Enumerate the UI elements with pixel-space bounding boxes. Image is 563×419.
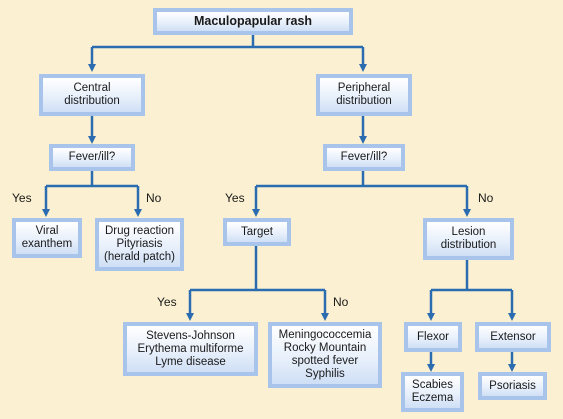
node-drug-reaction: Drug reaction Pityriasis (herald patch) [95,218,184,271]
node-scabies-eczema: Scabies Eczema [401,372,464,412]
edge-label-target-no: No [333,295,349,309]
node-stevens-johnson: Stevens-Johnson Erythema multiforme Lyme… [123,322,258,376]
edge-label-right-no: No [478,191,494,205]
node-fever-ill-right: Fever/ill? [323,144,405,171]
node-meningococcemia: Meningococcemia Rocky Mountain spotted f… [268,322,382,388]
node-central-distribution: Central distribution [39,74,145,116]
edge-label-target-yes: Yes [157,295,177,309]
node-psoriasis: Psoriasis [478,372,547,400]
node-extensor: Extensor [475,322,551,352]
edge-label-left-no: No [146,191,162,205]
node-target: Target [223,218,291,246]
edge-label-left-yes: Yes [12,191,32,205]
node-maculopapular-rash: Maculopapular rash [153,8,353,35]
node-fever-ill-left: Fever/ill? [49,144,135,171]
node-lesion-distribution: Lesion distribution [423,218,514,260]
node-viral-exanthem: Viral exanthem [12,218,82,258]
node-flexor: Flexor [404,322,462,352]
node-peripheral-distribution: Peripheral distribution [316,74,412,116]
edge-label-right-yes: Yes [225,191,245,205]
